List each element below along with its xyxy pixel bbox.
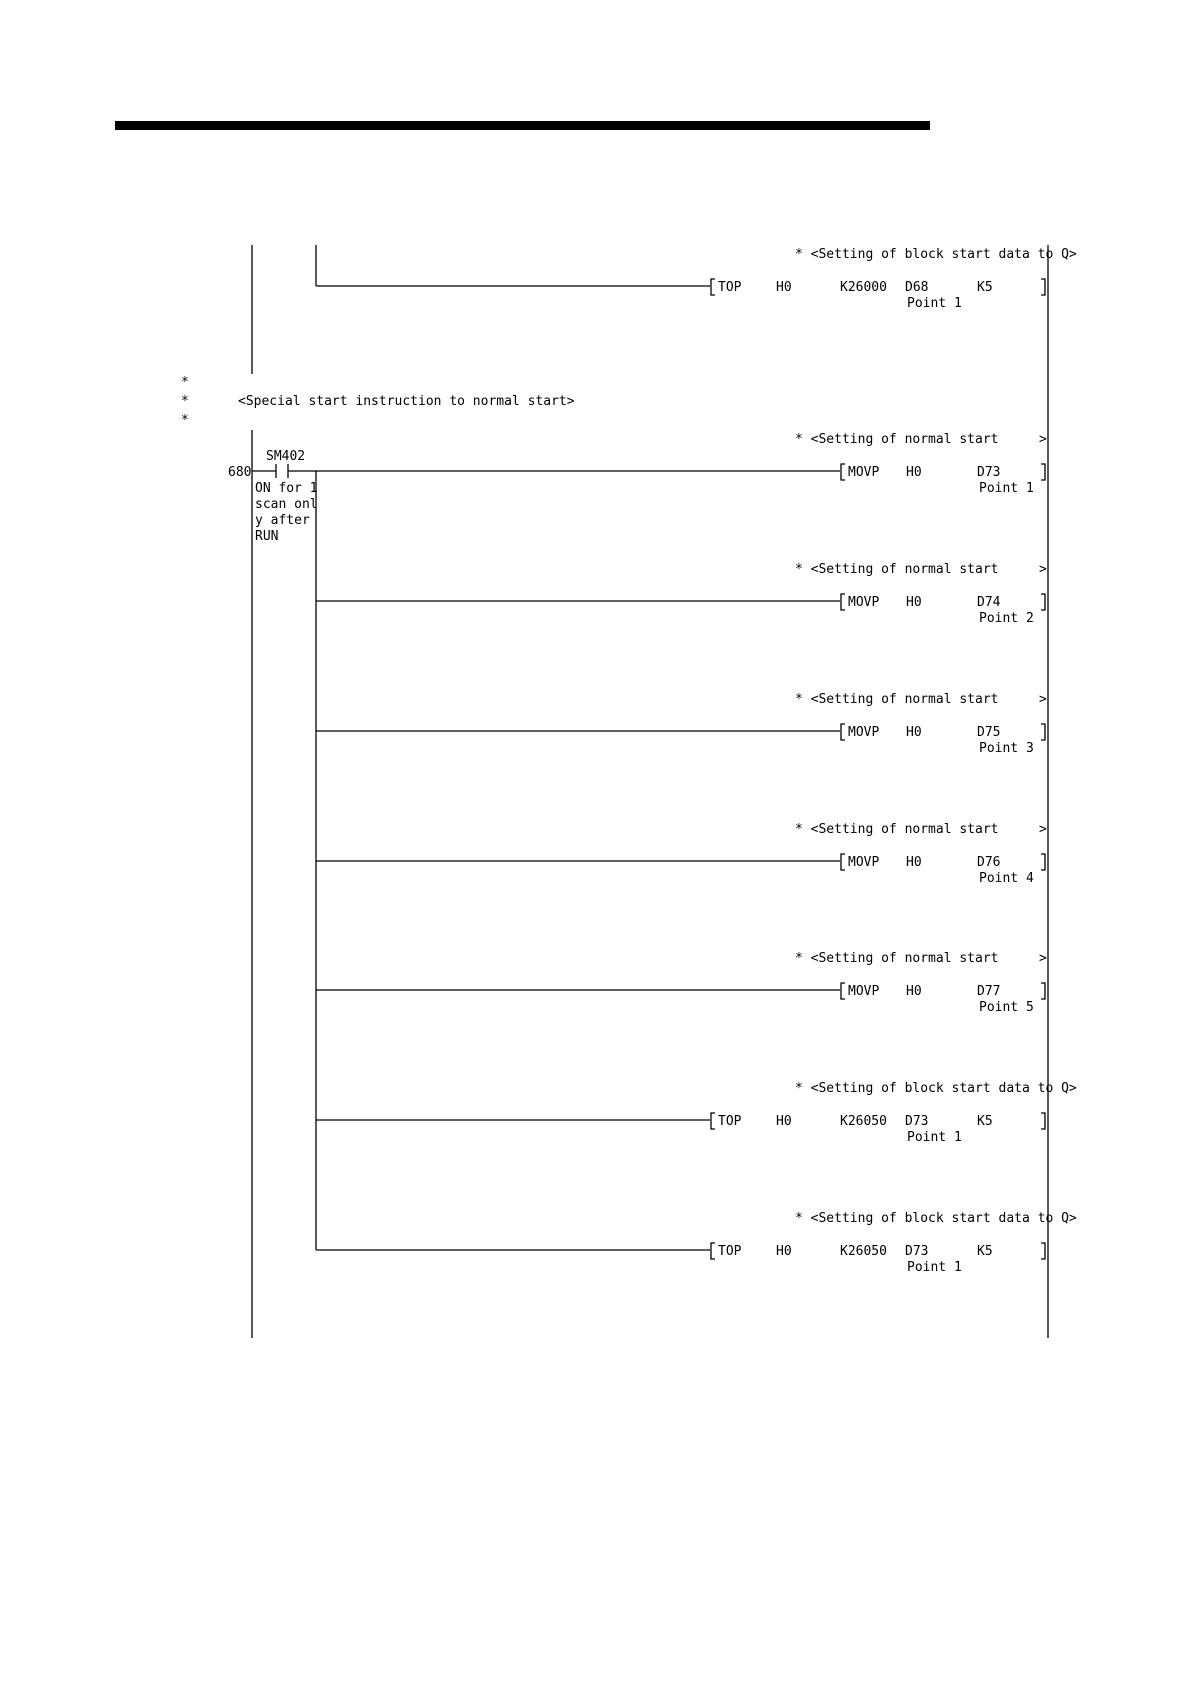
instruction-mnemonic: TOP xyxy=(718,1114,742,1129)
instruction-mnemonic: MOVP xyxy=(848,595,879,610)
device-comment: Point 2 xyxy=(979,611,1034,626)
rung-comment: * <Setting of normal start xyxy=(795,432,999,447)
operand-2: D76 xyxy=(977,855,1000,870)
operand-1: H0 xyxy=(906,725,922,740)
operand-1: H0 xyxy=(776,1244,792,1259)
operand-2: K26050 xyxy=(840,1114,887,1129)
rung-comment: * <Setting of normal start xyxy=(795,951,999,966)
operand-1: H0 xyxy=(776,1114,792,1129)
rung-comment: * <Setting of block start data to Q> xyxy=(795,1211,1077,1226)
device-comment: Point 4 xyxy=(979,871,1034,886)
bracket-left-4 xyxy=(840,853,845,871)
device-comment: Point 5 xyxy=(979,1000,1034,1015)
section-star-1: * xyxy=(181,375,189,390)
section-star-3: * xyxy=(181,413,189,428)
bracket-left-7 xyxy=(710,1242,715,1260)
instruction-mnemonic: MOVP xyxy=(848,984,879,999)
bracket-right-2 xyxy=(1041,593,1046,611)
operand-4: K5 xyxy=(977,280,993,295)
operand-1: H0 xyxy=(776,280,792,295)
operand-2: D73 xyxy=(977,465,1000,480)
bracket-right-6 xyxy=(1041,1112,1046,1130)
operand-2: D75 xyxy=(977,725,1000,740)
operand-4: K5 xyxy=(977,1244,993,1259)
operand-2: K26050 xyxy=(840,1244,887,1259)
rung-comment-end: > xyxy=(1039,822,1047,837)
rung-comment: * <Setting of block start data to Q> xyxy=(795,247,1077,262)
instruction-mnemonic: TOP xyxy=(718,280,742,295)
rung-comment: * <Setting of block start data to Q> xyxy=(795,1081,1077,1096)
contact-comment-line-1: ON for 1 xyxy=(255,481,318,496)
operand-2: D77 xyxy=(977,984,1000,999)
step-number: 680 xyxy=(228,465,251,480)
section-star-2: * xyxy=(181,394,189,409)
rung-comment: * <Setting of normal start xyxy=(795,562,999,577)
operand-3: D73 xyxy=(905,1244,928,1259)
bracket-left-3 xyxy=(840,723,845,741)
rung-comment: * <Setting of normal start xyxy=(795,692,999,707)
contact-comment-line-3: y after xyxy=(255,513,310,528)
bracket-right-0 xyxy=(1041,278,1046,296)
operand-1: H0 xyxy=(906,984,922,999)
rung-comment-end: > xyxy=(1039,692,1047,707)
operand-4: K5 xyxy=(977,1114,993,1129)
bracket-left-2 xyxy=(840,593,845,611)
rung-comment: * <Setting of normal start xyxy=(795,822,999,837)
device-comment: Point 1 xyxy=(907,1130,962,1145)
bracket-left-1 xyxy=(840,463,845,481)
bracket-right-4 xyxy=(1041,853,1046,871)
section-title: <Special start instruction to normal sta… xyxy=(238,394,575,409)
bracket-right-7 xyxy=(1041,1242,1046,1260)
operand-2: D74 xyxy=(977,595,1001,610)
instruction-mnemonic: MOVP xyxy=(848,855,879,870)
instruction-mnemonic: MOVP xyxy=(848,725,879,740)
bracket-right-5 xyxy=(1041,982,1046,1000)
contact-comment-line-4: RUN xyxy=(255,529,278,544)
operand-1: H0 xyxy=(906,595,922,610)
rung-comment-end: > xyxy=(1039,951,1047,966)
header-rule xyxy=(115,121,930,130)
contact-comment-line-2: scan onl xyxy=(255,497,318,512)
instruction-mnemonic: TOP xyxy=(718,1244,742,1259)
device-comment: Point 1 xyxy=(907,296,962,311)
bracket-left-0 xyxy=(710,278,715,296)
bracket-right-3 xyxy=(1041,723,1046,741)
device-comment: Point 1 xyxy=(979,481,1034,496)
rung-comment-end: > xyxy=(1039,432,1047,447)
device-comment: Point 3 xyxy=(979,741,1034,756)
operand-1: H0 xyxy=(906,465,922,480)
instruction-mnemonic: MOVP xyxy=(848,465,879,480)
operand-3: D73 xyxy=(905,1114,928,1129)
bracket-left-6 xyxy=(710,1112,715,1130)
operand-3: D68 xyxy=(905,280,928,295)
operand-1: H0 xyxy=(906,855,922,870)
contact-device: SM402 xyxy=(266,449,305,464)
bracket-right-1 xyxy=(1041,463,1046,481)
device-comment: Point 1 xyxy=(907,1260,962,1275)
bracket-left-5 xyxy=(840,982,845,1000)
rung-comment-end: > xyxy=(1039,562,1047,577)
operand-2: K26000 xyxy=(840,280,887,295)
